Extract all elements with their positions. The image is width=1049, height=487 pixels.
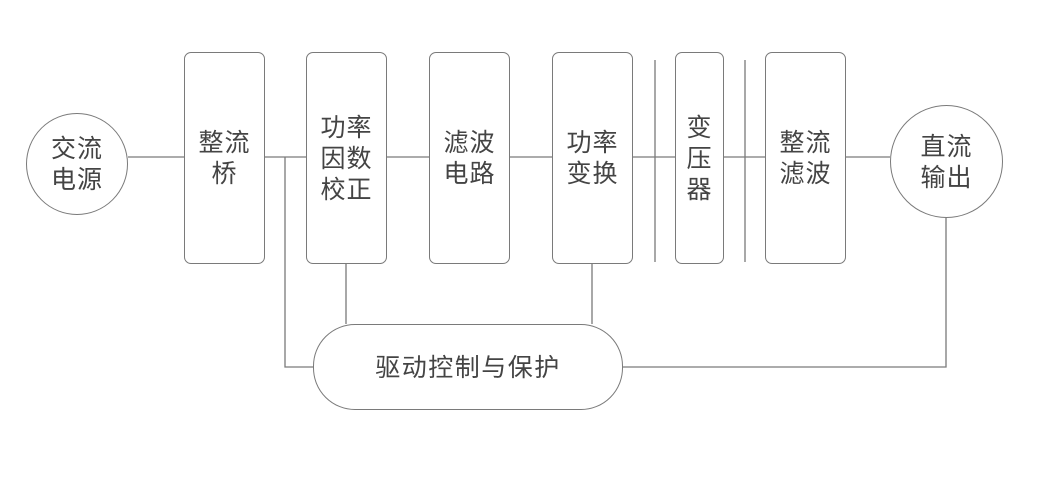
rectifier-filter-label-line1: 整流 xyxy=(779,128,832,157)
driver-control-protection-block: 驱动控制与保护 xyxy=(313,324,623,410)
filter-circuit-label-line1: 滤波 xyxy=(443,128,496,157)
pfc-label-line1: 功率 xyxy=(320,112,373,142)
wire-dc-feedback-to-driver xyxy=(623,218,947,368)
dc-output-label-line1: 直流 xyxy=(920,131,973,161)
pfc-label-line2: 因数 xyxy=(320,143,373,173)
power-factor-correction-block: 功率 因数 校正 xyxy=(306,52,387,264)
filter-circuit-label-line2: 电路 xyxy=(443,159,496,188)
rectifier-filter-label-line2: 滤波 xyxy=(779,159,832,188)
power-conversion-label-line1: 功率 xyxy=(566,128,619,157)
dc-output: 直流 输出 xyxy=(890,105,1003,218)
power-conversion-label-line2: 变换 xyxy=(566,159,619,188)
driver-control-protection-label: 驱动控制与保护 xyxy=(375,352,561,382)
power-conversion-block: 功率 变换 xyxy=(552,52,633,264)
rectifier-bridge-block: 整流 桥 xyxy=(184,52,265,264)
transformer-label-line3: 器 xyxy=(686,174,713,204)
rectifier-bridge-label-line1: 整流 xyxy=(198,128,251,157)
dc-output-label-line2: 输出 xyxy=(920,162,973,192)
ac-power-source-label-line1: 交流 xyxy=(50,134,103,163)
transformer-label-line1: 变 xyxy=(686,112,713,142)
transformer-label-line2: 压 xyxy=(686,143,713,173)
ac-power-source-label-line2: 电源 xyxy=(50,165,103,194)
ac-power-source: 交流 电源 xyxy=(26,113,128,215)
wire-tap-to-driver xyxy=(284,157,313,368)
rectifier-filter-block: 整流 滤波 xyxy=(765,52,846,264)
rectifier-bridge-label-line2: 桥 xyxy=(211,159,238,188)
pfc-label-line3: 校正 xyxy=(320,174,373,204)
transformer-block: 变 压 器 xyxy=(675,52,724,264)
filter-circuit-block: 滤波 电路 xyxy=(429,52,510,264)
